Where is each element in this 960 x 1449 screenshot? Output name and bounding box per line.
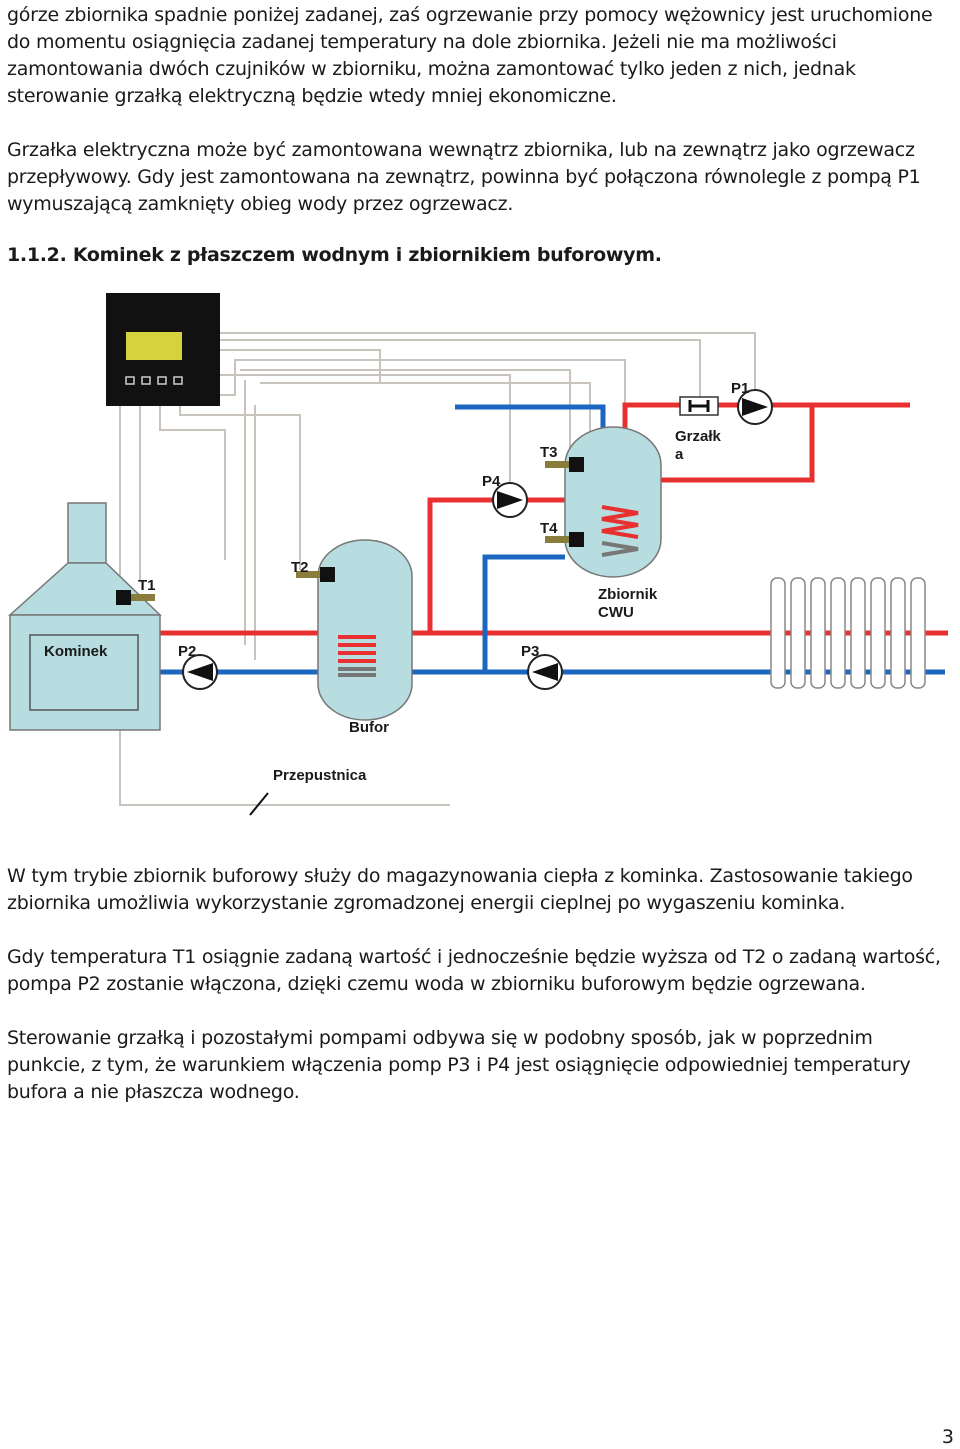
label-t4: T4: [540, 520, 558, 537]
hot-pipe-heater-return: [660, 405, 815, 483]
dhw-tank: Zbiornik CWU: [564, 426, 662, 621]
control-wires: [119, 332, 756, 806]
label-grzalka-1: Grzałk: [675, 428, 722, 445]
label-p2: P2: [178, 643, 196, 660]
label-przepustnica: Przepustnica: [273, 767, 367, 784]
wire-heater: [200, 359, 626, 430]
radiator-fin: [830, 577, 846, 689]
paragraph-buffer-mode: W tym trybie zbiornik buforowy służy do …: [7, 865, 913, 914]
controller: [106, 293, 220, 406]
pump-p1: P1: [731, 380, 773, 425]
dhw-coil-hot: [601, 505, 639, 539]
sensor-t3: T3: [540, 444, 584, 472]
fireplace: Kominek: [8, 502, 162, 731]
label-grzalka-2: a: [675, 446, 684, 463]
radiator: [770, 577, 926, 689]
fireplace-body: [9, 614, 161, 731]
label-zbiornik: Zbiornik: [598, 586, 658, 603]
radiator-fin: [890, 577, 906, 689]
controller-button-2: [141, 376, 151, 385]
paragraph-pump-p2: Gdy temperatura T1 osiągnie zadaną warto…: [7, 946, 941, 995]
radiator-fin: [850, 577, 866, 689]
wire-p2: [179, 405, 301, 570]
pump-p4: P4: [482, 473, 528, 518]
heater-symbol: [688, 400, 710, 412]
label-cwu: CWU: [598, 604, 634, 621]
pump-p1-arrow: [742, 398, 768, 416]
wire-p4: [200, 374, 511, 490]
wire-t2: [159, 405, 226, 560]
paragraph-heater: Grzałka elektryczna może być zamontowana…: [7, 139, 921, 215]
pump-p2: P2: [178, 643, 218, 690]
hot-pipes: [160, 402, 948, 636]
pump-p3-arrow: [532, 663, 558, 681]
sensor-t1-block: [116, 590, 131, 605]
dhw-tank-body: [564, 426, 662, 578]
fireplace-door: [29, 634, 139, 711]
heating-system-diagram: Kominek Bufor Zbiornik CWU Grzałk a: [8, 293, 948, 816]
page-number: 3: [941, 1426, 954, 1448]
radiator-fin: [770, 577, 786, 689]
paragraph-intro: górze zbiornika spadnie poniżej zadanej,…: [7, 4, 933, 107]
sensor-t1-probe: [131, 594, 155, 601]
fireplace-chimney: [67, 502, 107, 564]
controller-button-1: [125, 376, 135, 385]
label-bufor: Bufor: [349, 719, 389, 736]
sensor-t1: T1: [116, 577, 156, 605]
label-t1: T1: [138, 577, 156, 594]
pump-p3: P3: [521, 643, 563, 690]
cold-pipe-from-cwu: [482, 554, 565, 672]
label-p1: P1: [731, 380, 749, 397]
label-t2: T2: [291, 559, 309, 576]
dhw-coil-cold: [601, 541, 639, 557]
controller-display: [126, 332, 182, 360]
paragraph-control: Sterowanie grzałką i pozostałymi pompami…: [7, 1027, 911, 1103]
label-p3: P3: [521, 643, 539, 660]
sensor-t2-probe: [296, 571, 320, 578]
sensor-t4: T4: [540, 520, 584, 547]
controller-button-4: [173, 376, 183, 385]
radiator-fin: [910, 577, 926, 689]
sensor-t3-block: [569, 457, 584, 472]
pump-p2-arrow: [187, 663, 213, 681]
sensor-t4-probe: [545, 536, 569, 543]
pump-p4-arrow: [497, 491, 523, 509]
wire-p1: [220, 332, 756, 393]
sensor-t2: T2: [291, 559, 335, 582]
wire-aux: [220, 349, 381, 383]
sensor-t4-block: [569, 532, 584, 547]
sensor-t2-block: [320, 567, 335, 582]
radiator-fin: [870, 577, 886, 689]
label-p4: P4: [482, 473, 501, 490]
label-t3: T3: [540, 444, 558, 461]
electric-heater: Grzałk a: [675, 396, 722, 463]
wire-damper: [119, 405, 450, 806]
buffer-coil-cold: [338, 667, 376, 677]
label-kominek: Kominek: [44, 643, 108, 660]
controller-button-3: [157, 376, 167, 385]
buffer-coil-hot: [338, 635, 376, 663]
radiator-fin: [790, 577, 806, 689]
wire-t3: [240, 369, 571, 450]
damper: Przepustnica: [249, 767, 367, 816]
section-heading: 1.1.2. Kominek z płaszczem wodnym i zbio…: [7, 244, 662, 266]
damper-blade: [249, 792, 269, 816]
wire-aux2: [220, 339, 701, 397]
radiator-fin: [810, 577, 826, 689]
sensor-t3-probe: [545, 461, 569, 468]
buffer-tank: Bufor: [317, 539, 413, 736]
